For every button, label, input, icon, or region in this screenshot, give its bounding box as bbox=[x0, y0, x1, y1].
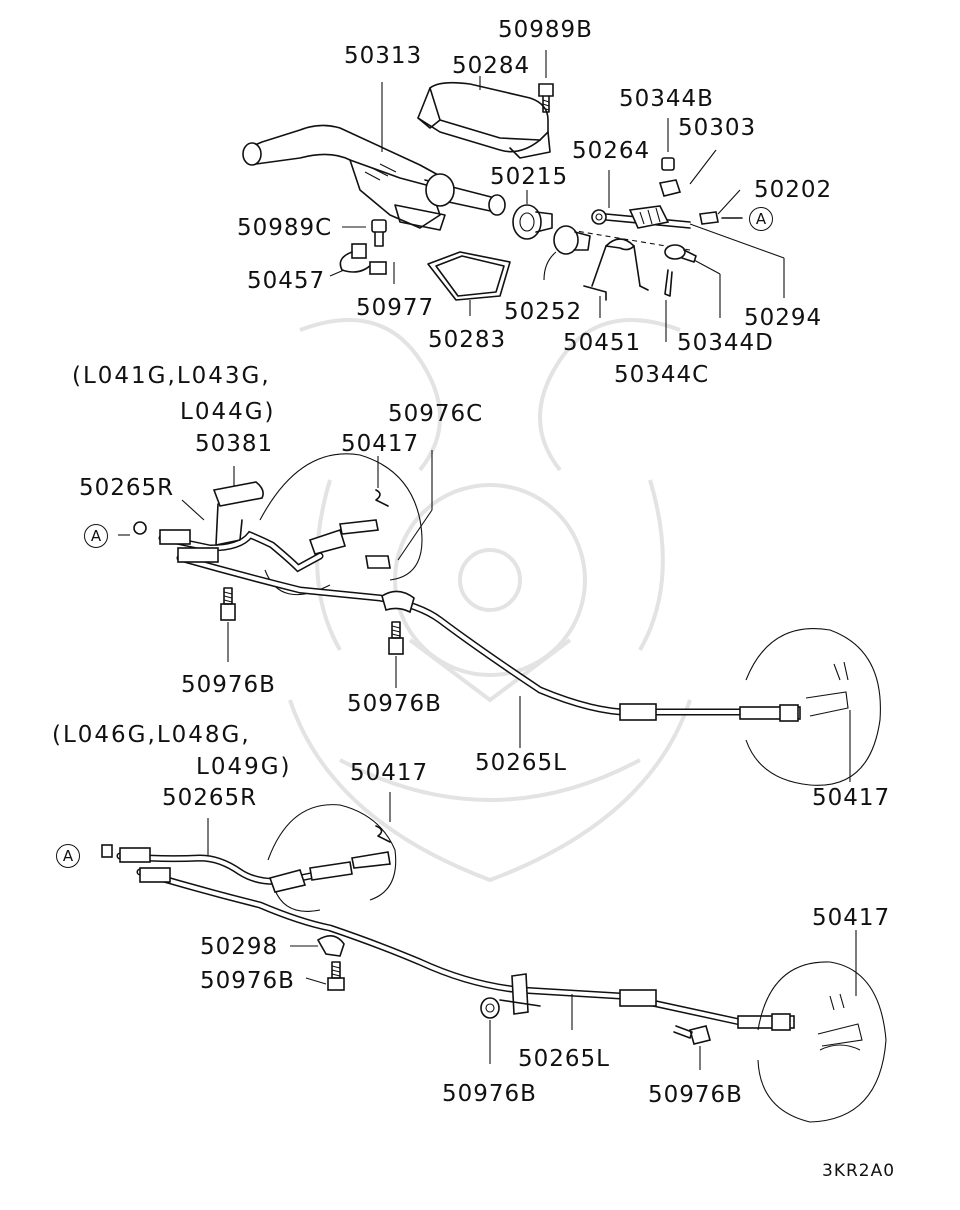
part-label: 50381 bbox=[195, 431, 274, 457]
diagram-code: 3KR2A0 bbox=[822, 1161, 896, 1181]
top-assembly bbox=[242, 50, 785, 342]
part-label: 50264 bbox=[572, 138, 651, 164]
part-label: 50451 bbox=[563, 330, 642, 356]
part-label: 50976B bbox=[442, 1081, 537, 1107]
reference-mark-a: A bbox=[84, 524, 108, 548]
part-label: 50344D bbox=[677, 330, 774, 356]
part-label: 50457 bbox=[247, 268, 326, 294]
group-label-line2: L049G) bbox=[196, 754, 292, 780]
group-label-line1: (L041G,L043G, bbox=[72, 363, 271, 389]
part-label: 50417 bbox=[350, 760, 429, 786]
part-label: 50202 bbox=[754, 177, 833, 203]
part-label: 50417 bbox=[812, 905, 891, 931]
part-label: 50344C bbox=[614, 362, 710, 388]
part-label: 50417 bbox=[341, 431, 420, 457]
part-label: 50265R bbox=[162, 785, 258, 811]
part-label: 50989C bbox=[237, 215, 333, 241]
part-label: 50976B bbox=[200, 968, 295, 994]
bottom-cable-assembly bbox=[101, 792, 887, 1123]
part-label: 50976B bbox=[181, 672, 276, 698]
reference-mark-a: A bbox=[56, 844, 80, 868]
group-label-line2: L044G) bbox=[180, 399, 276, 425]
part-label: 50265L bbox=[475, 750, 567, 776]
part-label: 50284 bbox=[452, 53, 531, 79]
part-label: 50298 bbox=[200, 934, 279, 960]
part-label: 50976B bbox=[648, 1082, 743, 1108]
part-label: 50976B bbox=[347, 691, 442, 717]
part-label: 50265R bbox=[79, 475, 175, 501]
reference-mark-a: A bbox=[749, 207, 773, 231]
part-label: 50294 bbox=[744, 305, 823, 331]
part-label: 50252 bbox=[504, 299, 583, 325]
part-label: 50215 bbox=[490, 164, 569, 190]
part-label: 50265L bbox=[518, 1046, 610, 1072]
part-label: 50417 bbox=[812, 785, 891, 811]
part-label: 50283 bbox=[428, 327, 507, 353]
middle-cable-assembly bbox=[118, 450, 881, 786]
part-label: 50989B bbox=[498, 17, 593, 43]
watermark-emblem bbox=[288, 318, 692, 883]
group-label-line1: (L046G,L048G, bbox=[52, 722, 251, 748]
part-label: 50313 bbox=[344, 43, 423, 69]
part-label: 50303 bbox=[678, 115, 757, 141]
part-label: 50977 bbox=[356, 295, 435, 321]
part-label: 50344B bbox=[619, 86, 714, 112]
part-label: 50976C bbox=[388, 401, 484, 427]
